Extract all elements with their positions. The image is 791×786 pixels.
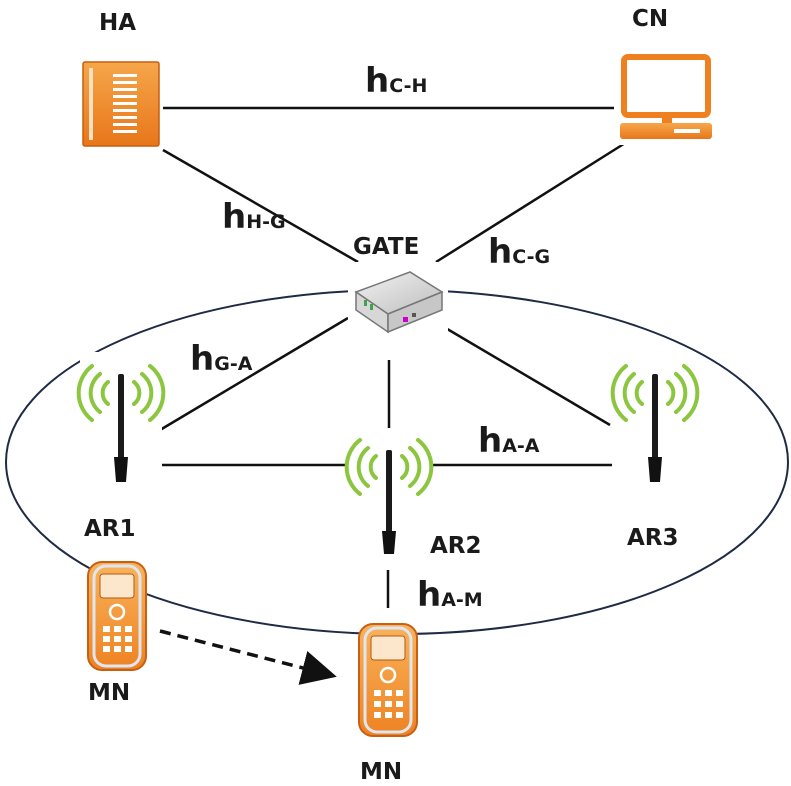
link-ha-gate xyxy=(162,148,359,264)
link-label-c-h: hC-H xyxy=(365,61,427,101)
mobile-phone-icon-old xyxy=(87,561,147,671)
link-label-h-g: hH-G xyxy=(222,197,286,237)
router-icon xyxy=(348,262,448,360)
label-ar1: AR1 xyxy=(84,516,136,542)
antenna-ar2 xyxy=(344,428,434,570)
label-ha: HA xyxy=(99,10,136,36)
mobile-phone-icon-new xyxy=(358,623,418,737)
computer-icon xyxy=(614,49,718,145)
link-gate-ar1 xyxy=(159,316,349,432)
label-cn: CN xyxy=(632,6,668,32)
link-label-g-a: hG-A xyxy=(190,339,253,379)
label-gate: GATE xyxy=(353,234,419,260)
label-mn-new: MN xyxy=(360,759,402,785)
handover-arrow xyxy=(159,629,337,685)
server-icon xyxy=(79,58,163,150)
link-cn-gate xyxy=(435,138,631,264)
antenna-ar1 xyxy=(76,352,166,498)
antenna-ar3 xyxy=(610,352,700,498)
label-ar3: AR3 xyxy=(627,525,679,551)
label-ar2: AR2 xyxy=(430,533,482,559)
link-label-a-a: hA-A xyxy=(478,421,540,461)
label-mn-old: MN xyxy=(88,680,130,706)
link-gate-ar3 xyxy=(431,318,611,427)
link-label-a-m: hA-M xyxy=(417,575,483,615)
links xyxy=(159,106,631,608)
link-label-c-g: hC-G xyxy=(488,232,550,272)
